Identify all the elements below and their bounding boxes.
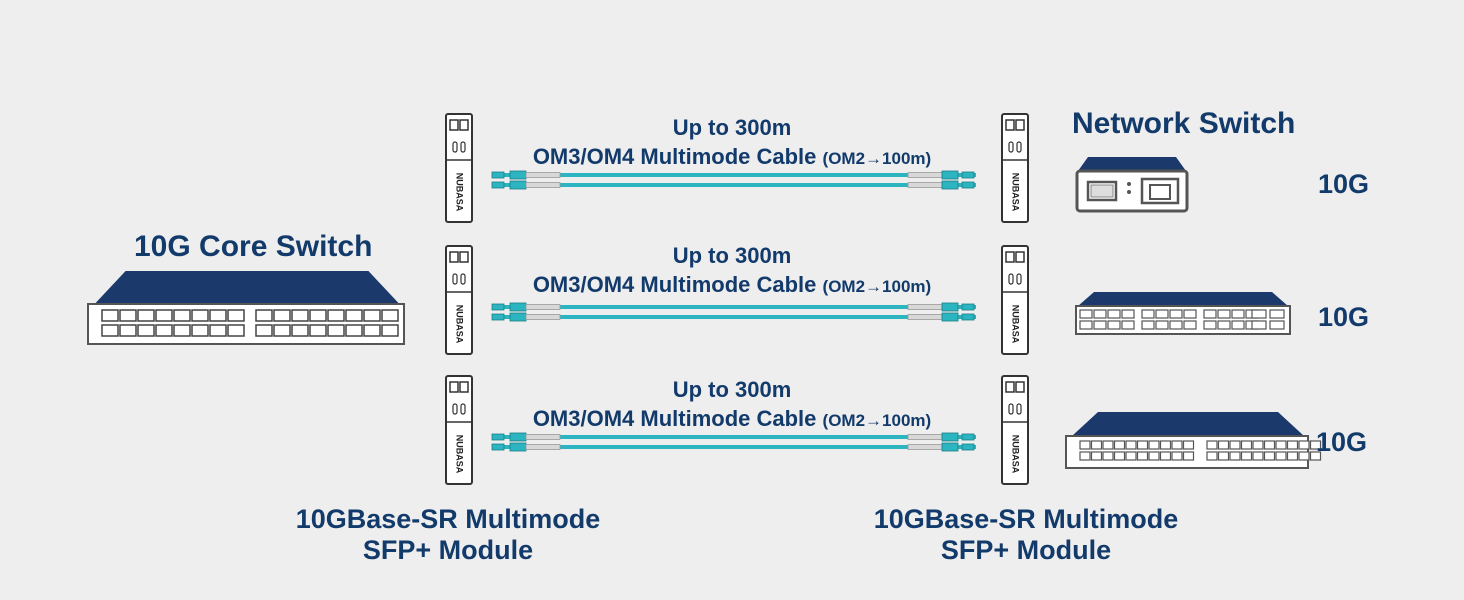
- lc-connector: [941, 170, 959, 180]
- om2-note: (OM2→100m): [822, 277, 932, 296]
- distance-label: Up to 300m: [672, 243, 792, 268]
- left-module-caption-line1: 10GBase-SR Multimode: [295, 504, 601, 534]
- speed-label-1: 10G: [1318, 169, 1370, 199]
- cable-type-label: OM3/OM4 Multimode Cable: [532, 272, 817, 297]
- lc-connector: [961, 433, 975, 441]
- sfp-module-left: NUBASA: [445, 375, 473, 485]
- lc-boot: [907, 304, 943, 310]
- lc-connector: [491, 433, 505, 441]
- lc-boot: [525, 182, 561, 188]
- fiber-link-1: NUBASA NUBASA: [445, 113, 1029, 223]
- lc-boot: [525, 172, 561, 178]
- fiber-link-2: NUBASA NUBASA: [445, 245, 1029, 355]
- module-brand-label: NUBASA: [455, 435, 465, 474]
- module-brand-label: NUBASA: [455, 305, 465, 344]
- cable-type-label: OM3/OM4 Multimode Cable: [532, 144, 817, 169]
- module-brand-label: NUBASA: [1011, 435, 1021, 474]
- module-brand-label: NUBASA: [455, 173, 465, 212]
- left-module-caption: 10GBase-SR Multimode SFP+ Module: [238, 504, 658, 566]
- lc-connector: [509, 432, 527, 442]
- aggregation-switch-icon: [1065, 412, 1322, 469]
- lc-connector: [961, 303, 975, 311]
- distance-label: Up to 300m: [672, 377, 792, 402]
- sfp-module-left: NUBASA: [445, 245, 473, 355]
- speed-label-3: 10G: [1316, 427, 1368, 457]
- lc-connector: [509, 180, 527, 190]
- lc-boot: [907, 182, 943, 188]
- lc-connector: [941, 302, 959, 312]
- lc-connector: [941, 180, 959, 190]
- lc-connector: [961, 171, 975, 179]
- lc-connector: [509, 442, 527, 452]
- lc-boot: [525, 304, 561, 310]
- lc-connector: [509, 312, 527, 322]
- lc-connector: [961, 313, 975, 321]
- lc-connector: [961, 443, 975, 451]
- right-module-caption: 10GBase-SR Multimode SFP+ Module: [816, 504, 1236, 566]
- lc-boot: [907, 444, 943, 450]
- sfp-module-right: NUBASA: [1001, 245, 1029, 355]
- lc-connector: [961, 181, 975, 189]
- distance-label: Up to 300m: [672, 115, 792, 140]
- lc-boot: [525, 434, 561, 440]
- left-module-caption-line2: SFP+ Module: [362, 535, 534, 565]
- lc-connector: [491, 171, 505, 179]
- small-switch-icon: [1075, 157, 1189, 213]
- cable-type-label: OM3/OM4 Multimode Cable: [532, 406, 817, 431]
- right-module-caption-line2: SFP+ Module: [940, 535, 1112, 565]
- lc-connector: [941, 432, 959, 442]
- sfp-module-left: NUBASA: [445, 113, 473, 223]
- right-module-caption-line1: 10GBase-SR Multimode: [873, 504, 1179, 534]
- lc-boot: [525, 444, 561, 450]
- sfp-module-right: NUBASA: [1001, 113, 1029, 223]
- fiber-link-3: NUBASA NUBASA: [445, 375, 1029, 485]
- lc-connector: [941, 312, 959, 322]
- lc-connector: [491, 303, 505, 311]
- lc-boot: [525, 314, 561, 320]
- network-switch-title: Network Switch: [1072, 107, 1296, 140]
- lc-connector: [491, 443, 505, 451]
- access-switch-icon: [1075, 292, 1291, 335]
- core-switch-title: 10G Core Switch: [134, 230, 373, 263]
- core-switch-icon: [87, 271, 405, 345]
- sfp-module-right: NUBASA: [1001, 375, 1029, 485]
- lc-boot: [907, 172, 943, 178]
- cable-label-1: Up to 300m OM3/OM4 Multimode Cable (OM2→…: [492, 114, 972, 174]
- lc-connector: [509, 170, 527, 180]
- module-brand-label: NUBASA: [1011, 305, 1021, 344]
- cable-label-2: Up to 300m OM3/OM4 Multimode Cable (OM2→…: [492, 242, 972, 302]
- module-brand-label: NUBASA: [1011, 173, 1021, 212]
- lc-boot: [907, 434, 943, 440]
- lc-boot: [907, 314, 943, 320]
- om2-note: (OM2→100m): [822, 411, 932, 430]
- lc-connector: [491, 181, 505, 189]
- lc-connector: [941, 442, 959, 452]
- lc-connector: [509, 302, 527, 312]
- om2-note: (OM2→100m): [822, 149, 932, 168]
- cable-label-3: Up to 300m OM3/OM4 Multimode Cable (OM2→…: [492, 376, 972, 436]
- lc-connector: [491, 313, 505, 321]
- speed-label-2: 10G: [1318, 302, 1370, 332]
